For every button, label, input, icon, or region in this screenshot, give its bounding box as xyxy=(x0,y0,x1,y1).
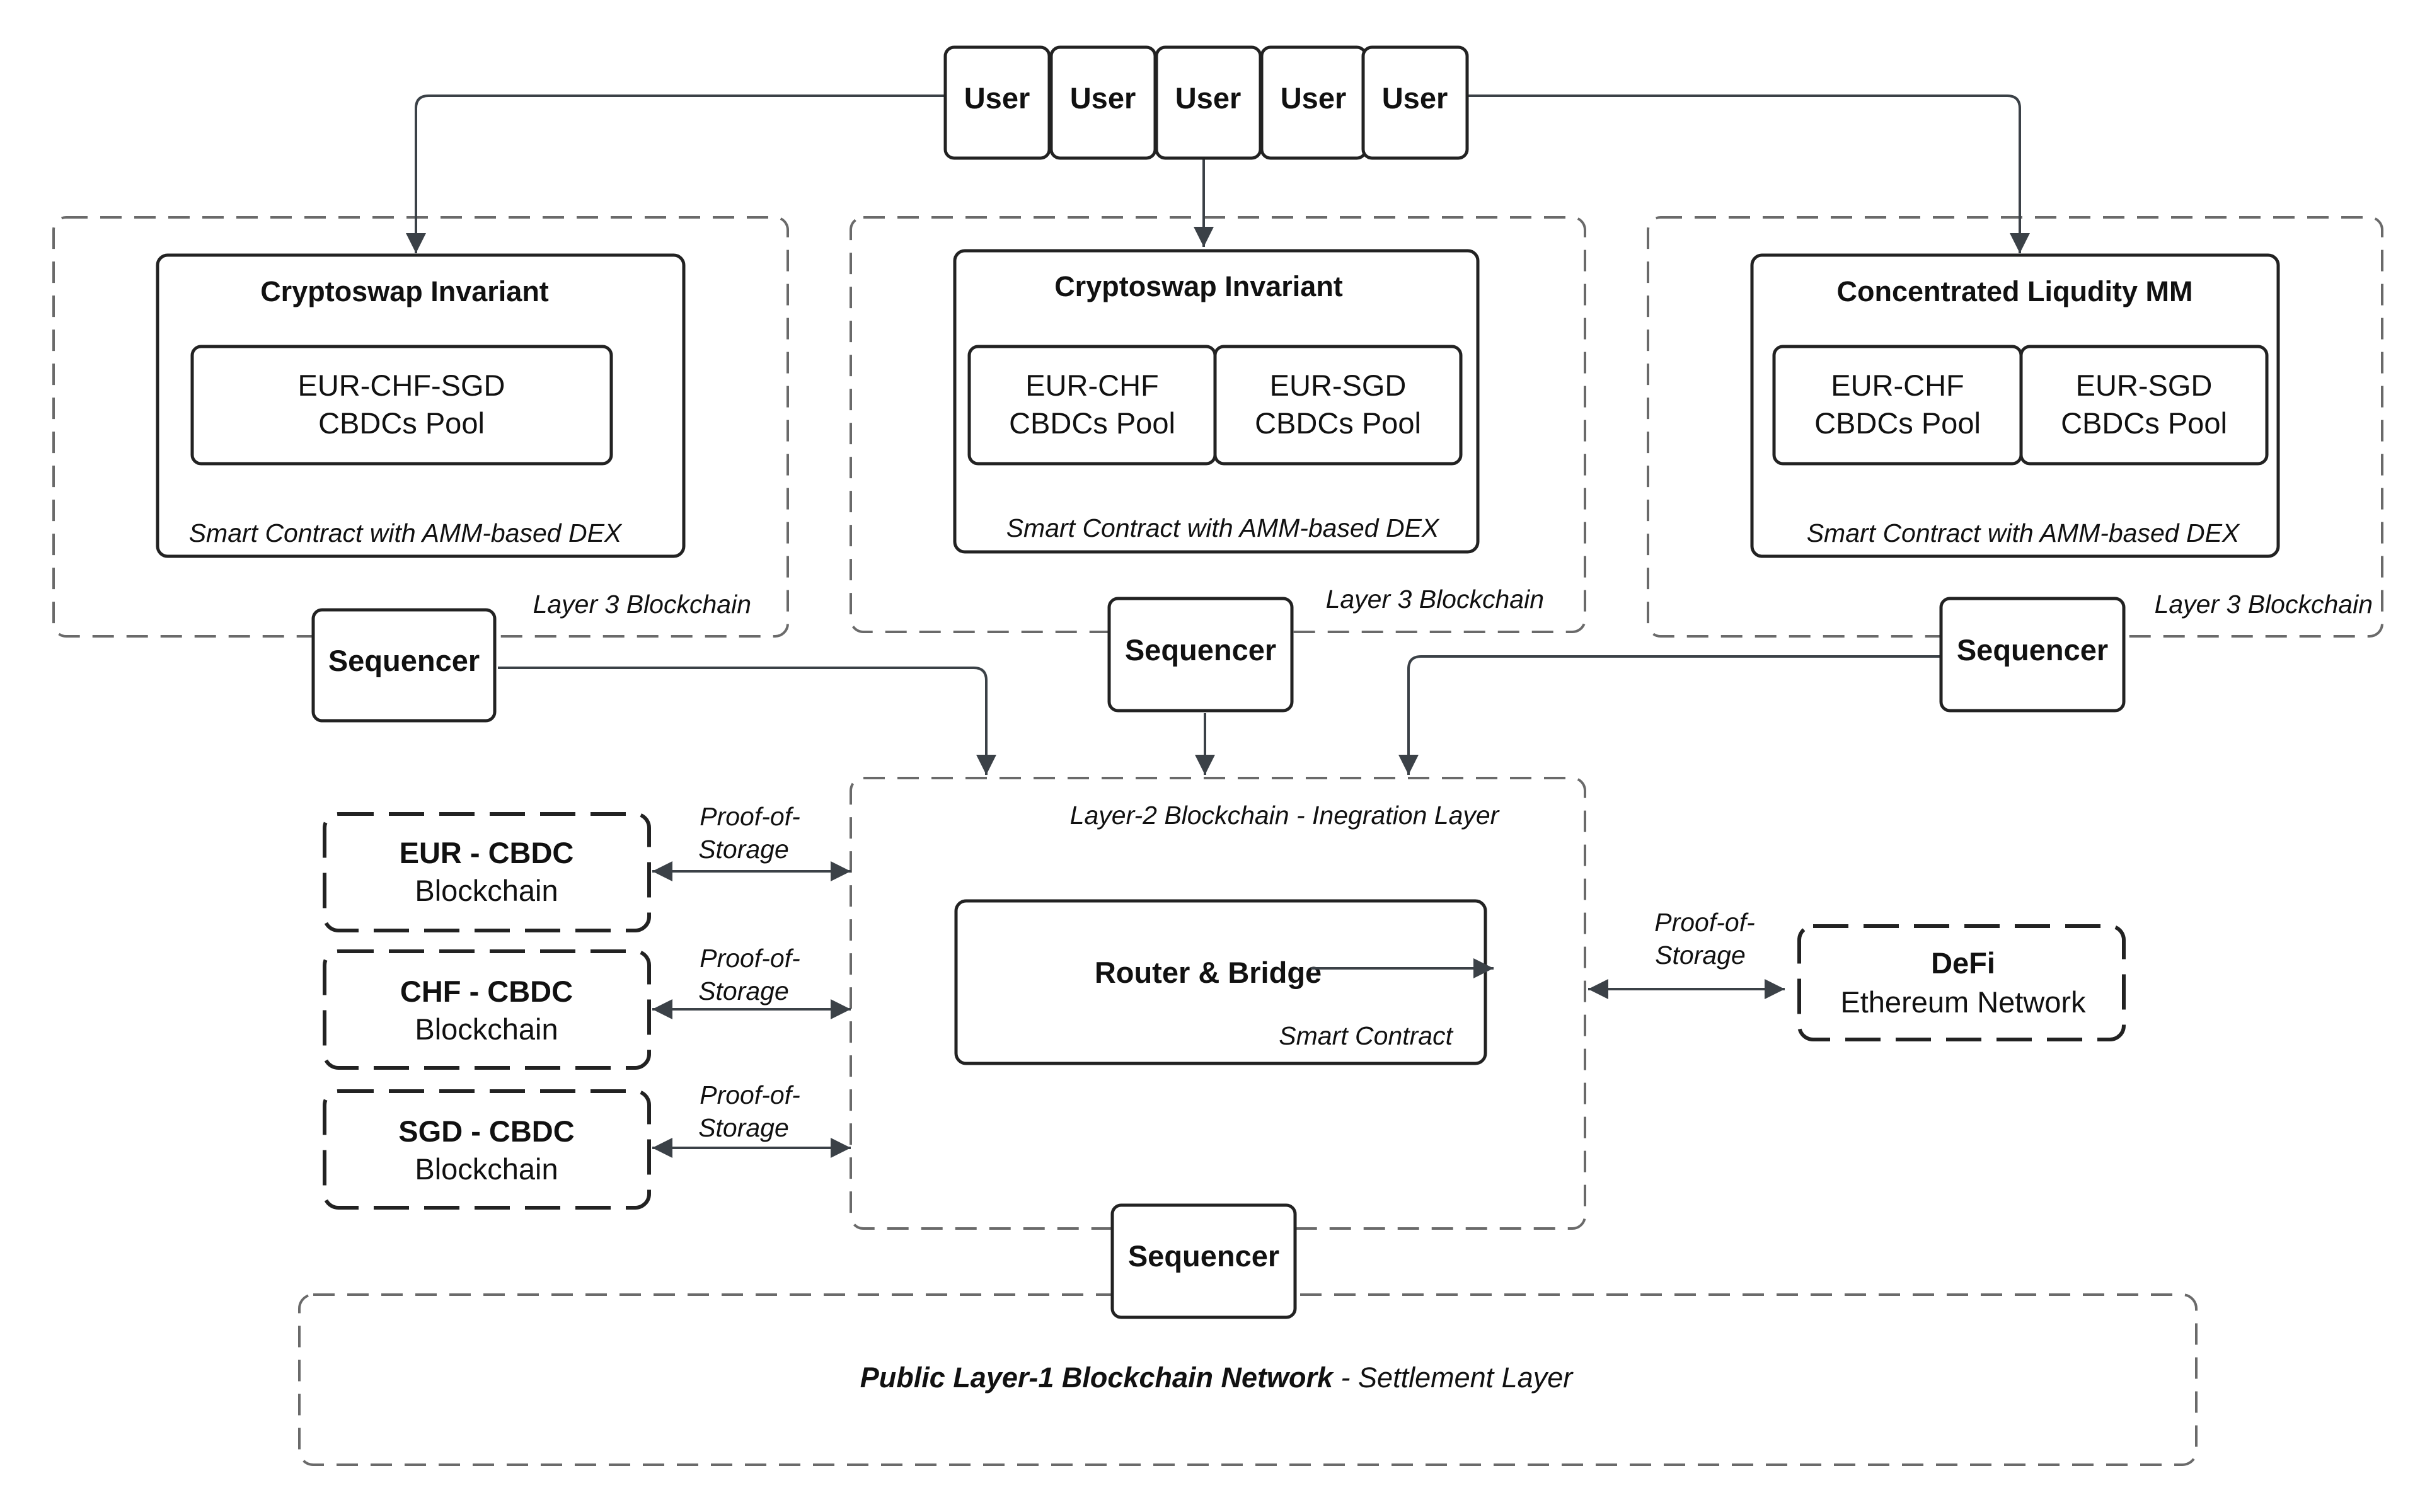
layer1-title: Public Layer-1 Blockchain Network - Sett… xyxy=(860,1361,1574,1394)
sequencer-label-2: Sequencer xyxy=(1125,633,1276,667)
router-subtitle: Smart Contract xyxy=(1279,1021,1453,1050)
pool-3a-line1: EUR-CHF xyxy=(1831,369,1964,402)
sgd-proof-label-1: Proof-of- xyxy=(700,1080,800,1109)
user-box-1: User xyxy=(943,45,1051,160)
smart-contract-box-2: Cryptoswap Invariant EUR-CHF CBDCs Pool … xyxy=(953,249,1480,554)
layer3-container-3 xyxy=(1647,216,2383,638)
user-label-5: User xyxy=(1382,81,1448,115)
defi-proof-label-1: Proof-of- xyxy=(1654,908,1755,937)
layer3-container-2 xyxy=(850,216,1586,633)
layer2-container xyxy=(850,777,1586,1230)
arrow-user-to-layer3-3 xyxy=(1467,94,2030,253)
smart-contract-box-1: Cryptoswap Invariant EUR-CHF-SGD CBDCs P… xyxy=(156,253,686,558)
sgd-cbdc-chain: SGD - CBDC Blockchain xyxy=(323,1089,651,1210)
sequencer-box-1: Sequencer xyxy=(311,608,497,723)
chf-cbdc-name: CHF - CBDC xyxy=(400,975,573,1008)
pool-3b-line2: CBDCs Pool xyxy=(2061,406,2227,440)
layer3-label-1: Layer 3 Blockchain xyxy=(533,590,751,619)
user-box-3: User xyxy=(1155,45,1262,160)
contract-title-1: Cryptoswap Invariant xyxy=(260,275,549,307)
eur-proof-label-2: Storage xyxy=(698,835,789,864)
defi-proof-label-2: Storage xyxy=(1655,941,1746,970)
arrow-sequencer3-to-layer2 xyxy=(1398,655,1941,775)
sequencer-box-3: Sequencer xyxy=(1939,597,2126,713)
layer3-label-3: Layer 3 Blockchain xyxy=(2155,590,2373,619)
chf-cbdc-sub: Blockchain xyxy=(415,1012,558,1046)
pool-1a-line1: EUR-CHF-SGD xyxy=(298,369,505,402)
user-box-5: User xyxy=(1361,45,1469,160)
chf-proof-label-1: Proof-of- xyxy=(700,944,800,973)
chf-cbdc-chain: CHF - CBDC Blockchain xyxy=(323,949,651,1070)
pool-3a-line2: CBDCs Pool xyxy=(1814,406,1981,440)
contract-caption-2: Smart Contract with AMM-based DEX xyxy=(1006,513,1440,542)
defi-network: DeFi Ethereum Network xyxy=(1797,924,2126,1041)
layer2-title: Layer-2 Blockchain - Inegration Layer xyxy=(1070,801,1501,830)
user-label-2: User xyxy=(1070,81,1136,115)
sequencer-box-layer2: Sequencer xyxy=(1110,1203,1297,1319)
layer3-container-1 xyxy=(52,216,789,638)
arrow-user-to-layer3-1 xyxy=(406,94,945,253)
pool-2b-line2: CBDCs Pool xyxy=(1255,406,1421,440)
sgd-cbdc-name: SGD - CBDC xyxy=(398,1114,574,1148)
pool-3b-line1: EUR-SGD xyxy=(2076,369,2213,402)
user-box-2: User xyxy=(1049,45,1157,160)
eur-cbdc-sub: Blockchain xyxy=(415,874,558,907)
sgd-cbdc-sub: Blockchain xyxy=(415,1152,558,1186)
user-label-1: User xyxy=(964,81,1030,115)
pool-2a-line1: EUR-CHF xyxy=(1025,369,1158,402)
contract-title-2: Cryptoswap Invariant xyxy=(1054,270,1343,302)
eur-cbdc-name: EUR - CBDC xyxy=(400,836,574,869)
layer3-label-2: Layer 3 Blockchain xyxy=(1326,585,1544,614)
contract-caption-3: Smart Contract with AMM-based DEX xyxy=(1807,518,2240,547)
smart-contract-box-3: Concentrated Liqudity MM EUR-CHF CBDCs P… xyxy=(1750,253,2280,558)
router-title: Router & Bridge xyxy=(1095,956,1322,989)
user-label-4: User xyxy=(1281,81,1347,115)
sequencer-box-2: Sequencer xyxy=(1107,597,1294,713)
chf-proof-label-2: Storage xyxy=(698,976,789,1005)
eur-proof-label-1: Proof-of- xyxy=(700,802,800,831)
defi-name: DeFi xyxy=(1931,946,1995,980)
contract-title-3: Concentrated Liqudity MM xyxy=(1837,275,2193,307)
user-label-3: User xyxy=(1175,81,1242,115)
router-bridge-box: Router & Bridge Smart Contract xyxy=(954,899,1494,1065)
contract-caption-1: Smart Contract with AMM-based DEX xyxy=(189,518,623,547)
sequencer-label-1: Sequencer xyxy=(328,644,480,677)
user-box-4: User xyxy=(1260,45,1368,160)
sequencer-label-3: Sequencer xyxy=(1957,633,2108,667)
pool-1a-line2: CBDCs Pool xyxy=(318,406,485,440)
sgd-proof-label-2: Storage xyxy=(698,1113,789,1142)
pool-2b-line1: EUR-SGD xyxy=(1270,369,1407,402)
eur-cbdc-chain: EUR - CBDC Blockchain xyxy=(323,812,651,932)
sequencer-label-layer2: Sequencer xyxy=(1128,1239,1279,1273)
defi-sub: Ethereum Network xyxy=(1840,985,2086,1019)
arrow-sequencer1-to-layer2 xyxy=(498,667,996,775)
pool-2a-line2: CBDCs Pool xyxy=(1009,406,1175,440)
